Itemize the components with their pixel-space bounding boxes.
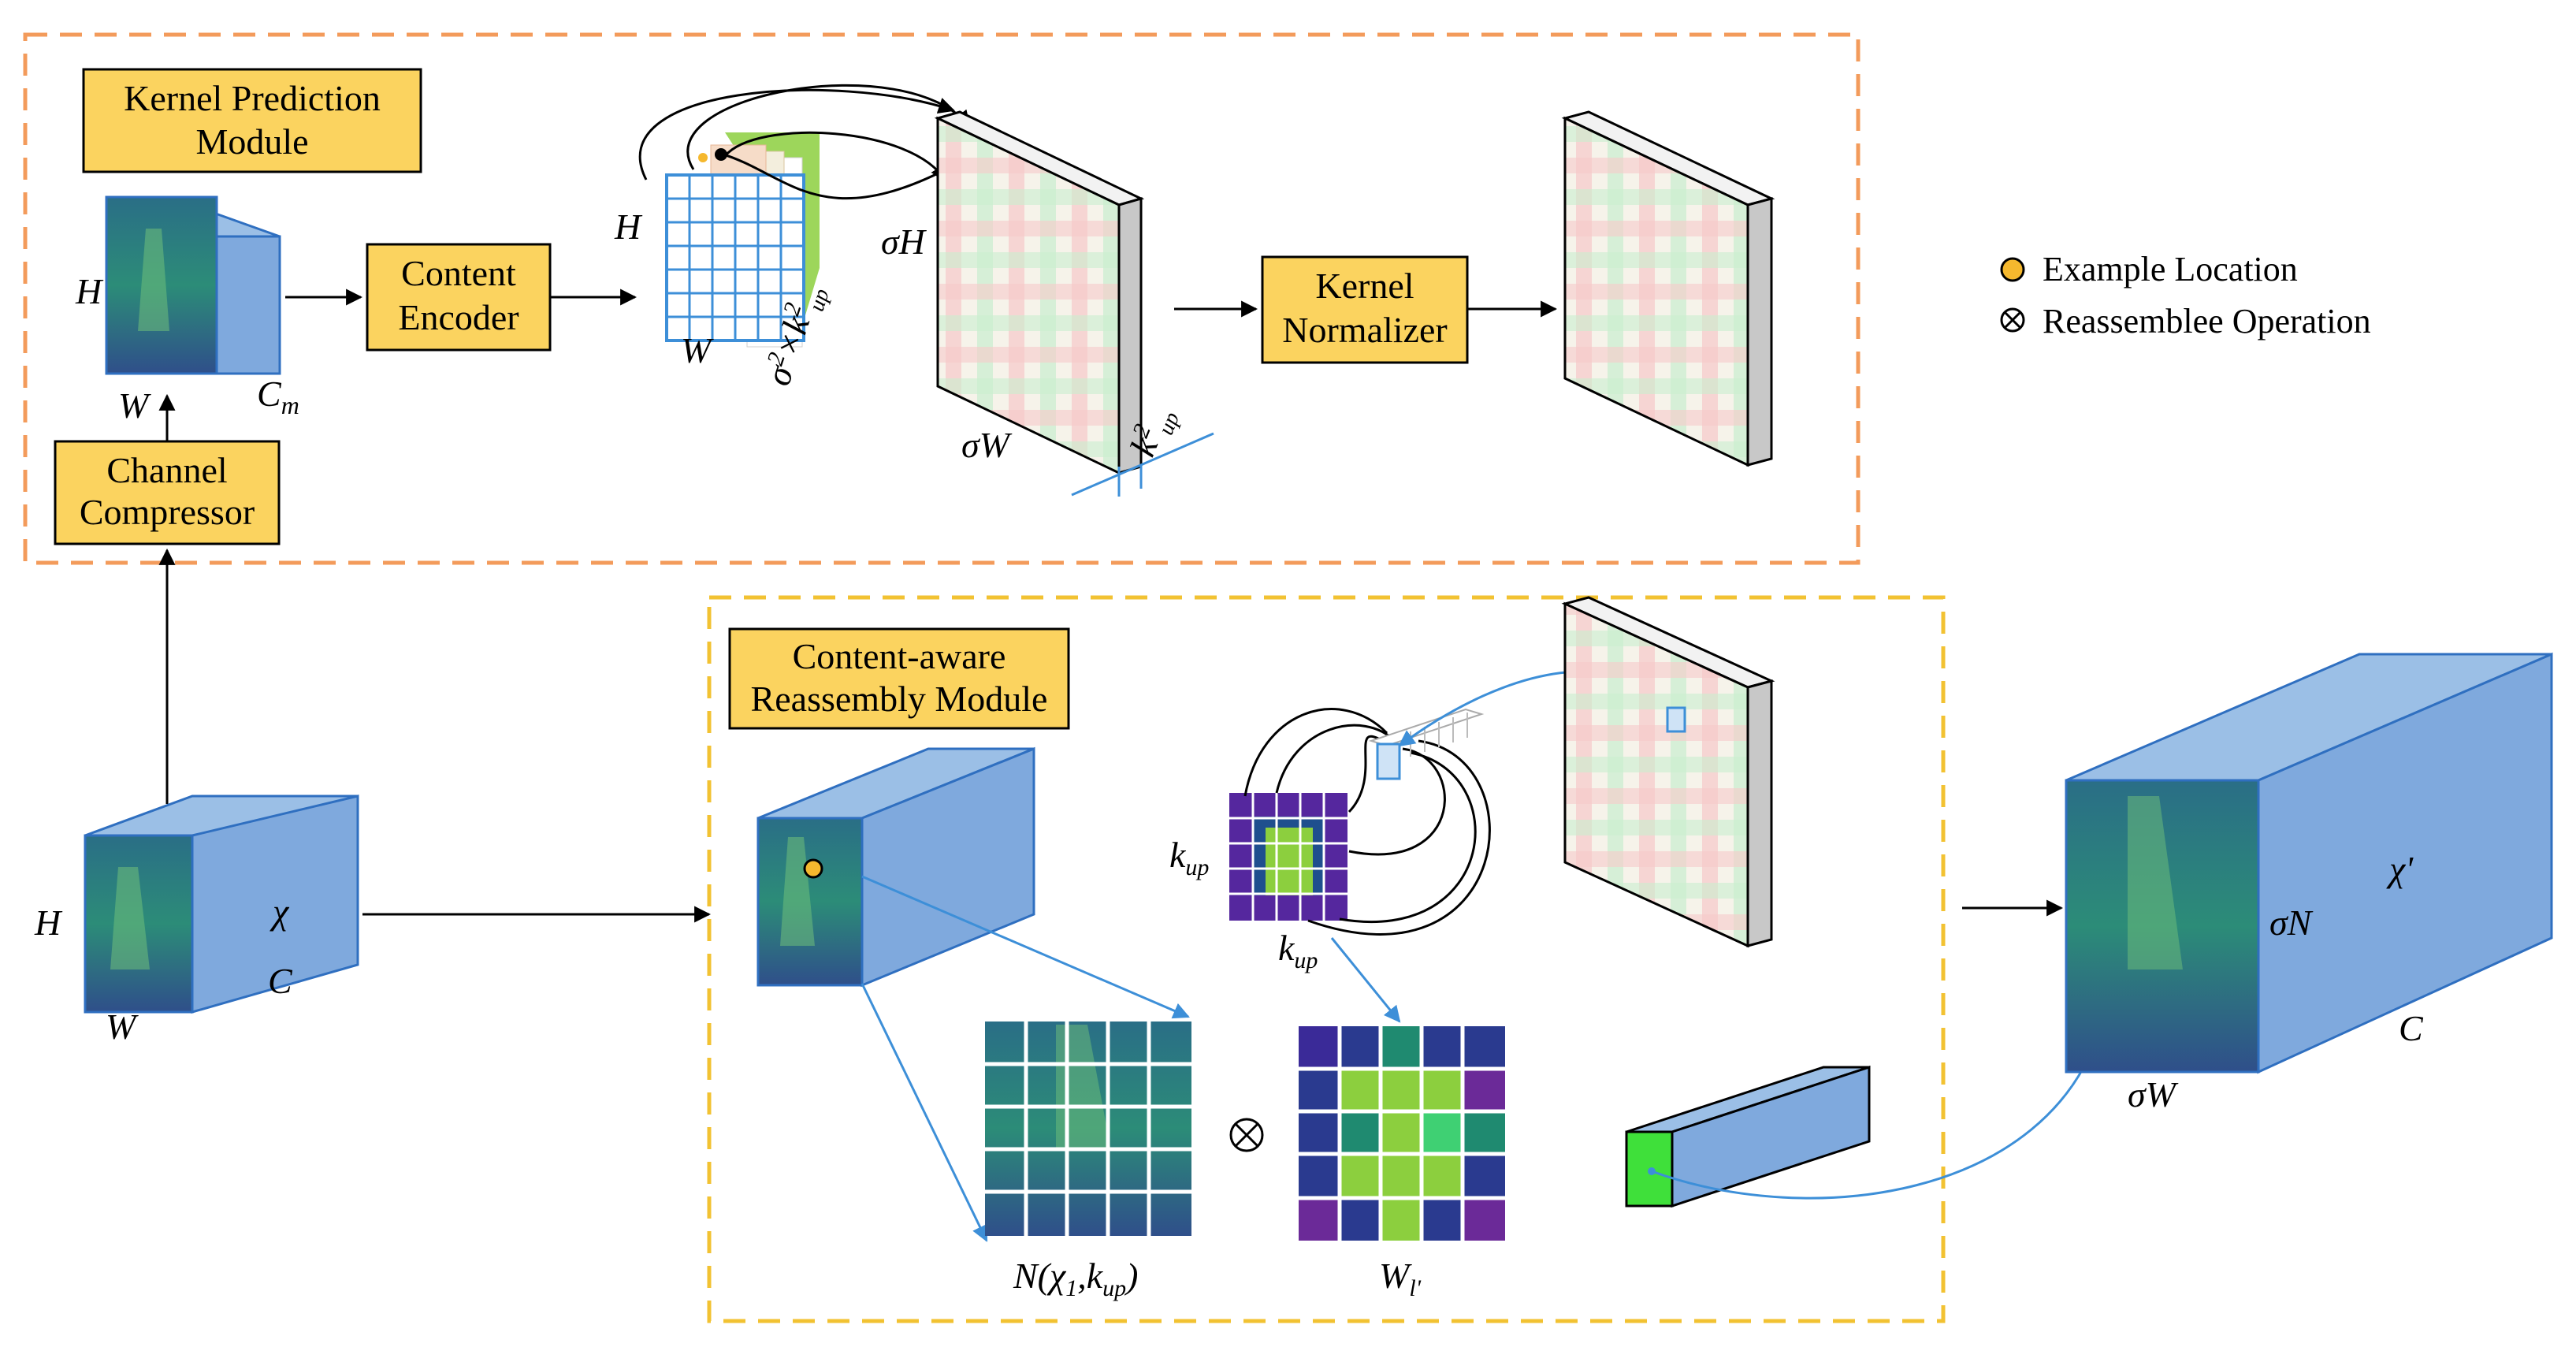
reshape-curved-arrows	[638, 84, 971, 200]
arrow-kup-to-weights	[1330, 937, 1401, 1023]
kernel-grid-front	[665, 173, 805, 342]
legend: Example Location Reassemblee Operation	[2000, 250, 2371, 340]
kernel-source-dot-small	[698, 153, 708, 162]
svg-text:H: H	[614, 207, 643, 247]
kernel-prediction-module-title: Kernel Prediction Module	[82, 68, 422, 173]
kernel-normalizer-block: Kernel Normalizer	[1261, 255, 1469, 364]
svg-text:W: W	[106, 1007, 139, 1047]
svg-text:kup: kup	[1278, 928, 1318, 973]
compressed-feature-cube	[105, 195, 281, 375]
svg-text:σH: σH	[881, 221, 927, 262]
svg-text:kup: kup	[1169, 835, 1209, 880]
svg-text:W: W	[681, 330, 714, 370]
svg-text:H: H	[34, 902, 63, 943]
encoded-kernel-stack	[665, 132, 820, 348]
svg-text:χ: χ	[269, 891, 290, 932]
svg-text:Normalizer: Normalizer	[1282, 310, 1447, 350]
reassemble-operator-icon	[1229, 1118, 1264, 1152]
svg-text:Content-aware: Content-aware	[793, 636, 1006, 676]
svg-text:Reassembly Module: Reassembly Module	[751, 679, 1048, 719]
content-encoder-block: Content Encoder	[366, 243, 552, 352]
svg-text:Cm: Cm	[257, 374, 299, 419]
svg-text:W: W	[118, 385, 151, 426]
svg-text:C: C	[2399, 1008, 2424, 1048]
svg-text:Reassemblee Operation: Reassemblee Operation	[2043, 302, 2371, 340]
content-aware-reassembly-module-frame	[707, 595, 1946, 1323]
reassemble-operation-legend-icon	[2000, 307, 2025, 333]
svg-text:Kernel Prediction: Kernel Prediction	[124, 78, 381, 118]
svg-text:Compressor: Compressor	[80, 492, 255, 532]
svg-text:Kernel: Kernel	[1315, 266, 1414, 306]
output-feature-cube	[2065, 652, 2553, 1074]
svg-text:H: H	[75, 271, 104, 311]
output-pixel-column	[1625, 1065, 1871, 1208]
svg-text:Wl': Wl'	[1379, 1256, 1422, 1301]
svg-text:Module: Module	[195, 121, 308, 162]
kernel-weight-grid	[1299, 1026, 1505, 1241]
svg-text:σW: σW	[961, 425, 1013, 465]
input-feature-cube	[84, 794, 359, 1014]
svg-text:χ': χ'	[2386, 849, 2414, 889]
svg-text:N(χ1,kup): N(χ1,kup)	[1013, 1256, 1139, 1301]
svg-text:σN: σN	[2269, 902, 2314, 943]
reassembly-feature-cube	[756, 746, 1035, 988]
svg-text:σW: σW	[2128, 1074, 2179, 1115]
k2up-dimension-marker	[1071, 432, 1214, 497]
kernel-column-curves	[1243, 708, 1491, 936]
svg-text:Content: Content	[401, 253, 516, 293]
arrow-column-to-output	[1651, 1025, 2102, 1200]
kernel-prediction-module-frame	[23, 32, 1860, 565]
normalized-kernel-map	[1561, 110, 1775, 467]
svg-text:C: C	[268, 961, 293, 1001]
channel-compressor-block: Channel Compressor	[54, 440, 281, 545]
example-location-dot	[803, 858, 823, 879]
reshaped-kernel-map	[934, 110, 1145, 475]
kernel-column	[1368, 708, 1485, 780]
kernel-source-dot	[715, 148, 727, 161]
neighborhood-grid	[985, 1022, 1191, 1236]
example-location-legend-icon	[2000, 257, 2025, 282]
content-aware-reassembly-module-title: Content-aware Reassembly Module	[728, 627, 1070, 730]
svg-text:Channel: Channel	[106, 450, 227, 490]
svg-text:Example Location: Example Location	[2043, 250, 2298, 288]
kup-kernel-grid	[1229, 793, 1347, 921]
reassembly-kernel-map	[1561, 596, 1775, 948]
arrow-feature-to-neighborhood-b	[861, 983, 988, 1242]
arrow-feature-to-neighborhood-a	[861, 875, 1190, 1019]
svg-text:Encoder: Encoder	[398, 297, 519, 337]
